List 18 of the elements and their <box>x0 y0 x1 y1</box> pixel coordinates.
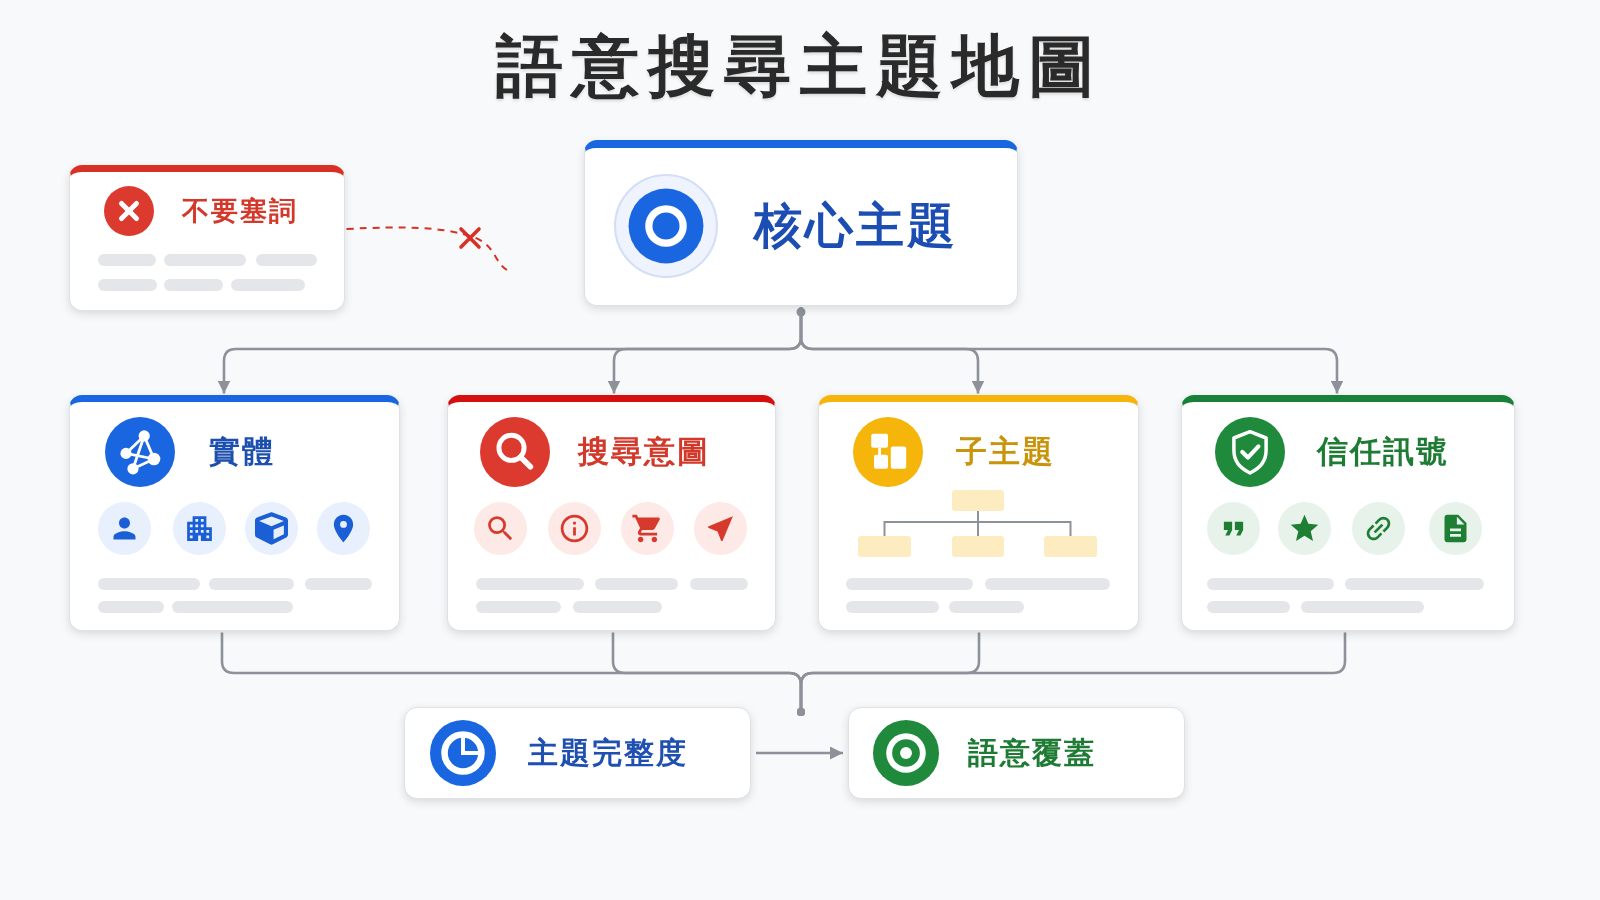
card-title: 子主題 <box>956 433 1055 471</box>
card-title: 主題完整度 <box>528 735 688 771</box>
topic-card <box>69 395 400 631</box>
card-title: 信任訊號 <box>1317 433 1449 471</box>
metric-card <box>404 707 751 799</box>
connector-arrow <box>756 746 843 760</box>
card-title: 不要塞詞 <box>182 194 298 228</box>
card-title: 實體 <box>209 433 275 471</box>
core-topic-card <box>584 140 1018 306</box>
topic-card <box>447 395 776 631</box>
metric-card <box>848 707 1185 799</box>
card-title: 搜尋意圖 <box>578 433 710 471</box>
warning-card <box>69 165 345 311</box>
card-title: 語意覆蓋 <box>968 735 1096 771</box>
dashed-connector <box>345 226 508 271</box>
diagram-title: 語意搜尋主題地圖 <box>496 28 1104 106</box>
card-title: 核心主題 <box>754 197 958 255</box>
topic-card <box>1181 395 1515 631</box>
